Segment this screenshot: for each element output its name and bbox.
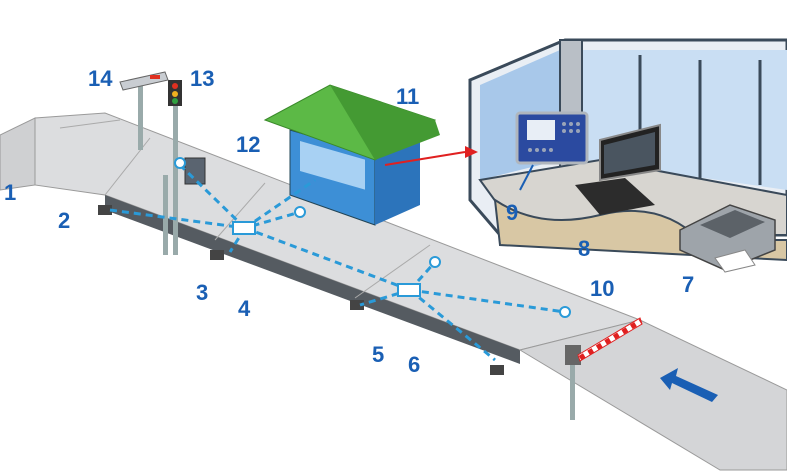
label-9: 9 [506,200,518,225]
direction-arrow [660,368,718,402]
load-cells [174,157,571,318]
barrier-gate [565,317,643,420]
label-8: 8 [578,236,590,261]
label-10: 10 [590,276,614,301]
label-2: 2 [58,208,70,233]
label-11: 11 [396,84,419,109]
label-5: 5 [372,342,384,367]
label-7: 7 [682,272,694,297]
label-4: 4 [238,296,251,321]
label-3: 3 [196,280,208,305]
weighing-terminal [515,111,589,165]
computer [575,123,661,215]
remote-display [119,71,169,150]
printer [679,204,776,273]
label-13: 13 [190,66,214,91]
label-12: 12 [236,132,260,157]
label-14: 14 [88,66,113,91]
operator-booth [263,84,440,226]
traffic-light [168,80,182,255]
label-6: 6 [408,352,420,377]
label-1: 1 [4,180,16,205]
junction-box-camera [163,157,206,255]
